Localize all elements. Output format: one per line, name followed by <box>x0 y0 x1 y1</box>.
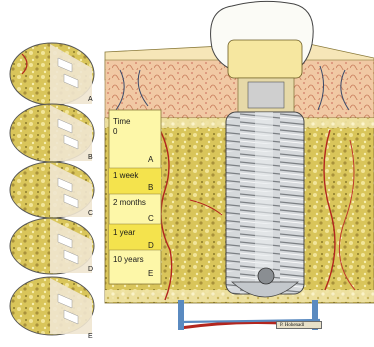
detail-letter-a: A <box>88 96 93 103</box>
timeline-time-zero: 0 <box>113 128 117 136</box>
timeline-letter-d: D <box>148 242 154 250</box>
artist-signature: P. Hohenadl <box>276 321 322 329</box>
timeline-time-label: Time <box>113 118 130 126</box>
timeline-2-months-label: 2 months <box>113 199 146 207</box>
timeline-letter-e: E <box>148 270 153 278</box>
detail-letter-d: D <box>88 266 93 273</box>
detail-letter-c: C <box>88 210 93 217</box>
detail-letter-e: E <box>88 333 93 340</box>
timeline-1-week-label: 1 week <box>113 172 138 180</box>
timeline-10-years-label: 10 years <box>113 256 144 264</box>
timeline-letter-b: B <box>148 184 153 192</box>
timeline-letter-c: C <box>148 215 154 223</box>
detail-letter-b: B <box>88 154 93 161</box>
timeline-1-year-label: 1 year <box>113 229 135 237</box>
timeline-letter-a: A <box>148 156 153 164</box>
signature-text: P. Hohenadl <box>280 322 304 329</box>
detail-discs <box>10 43 94 335</box>
dental-implant <box>211 1 314 297</box>
